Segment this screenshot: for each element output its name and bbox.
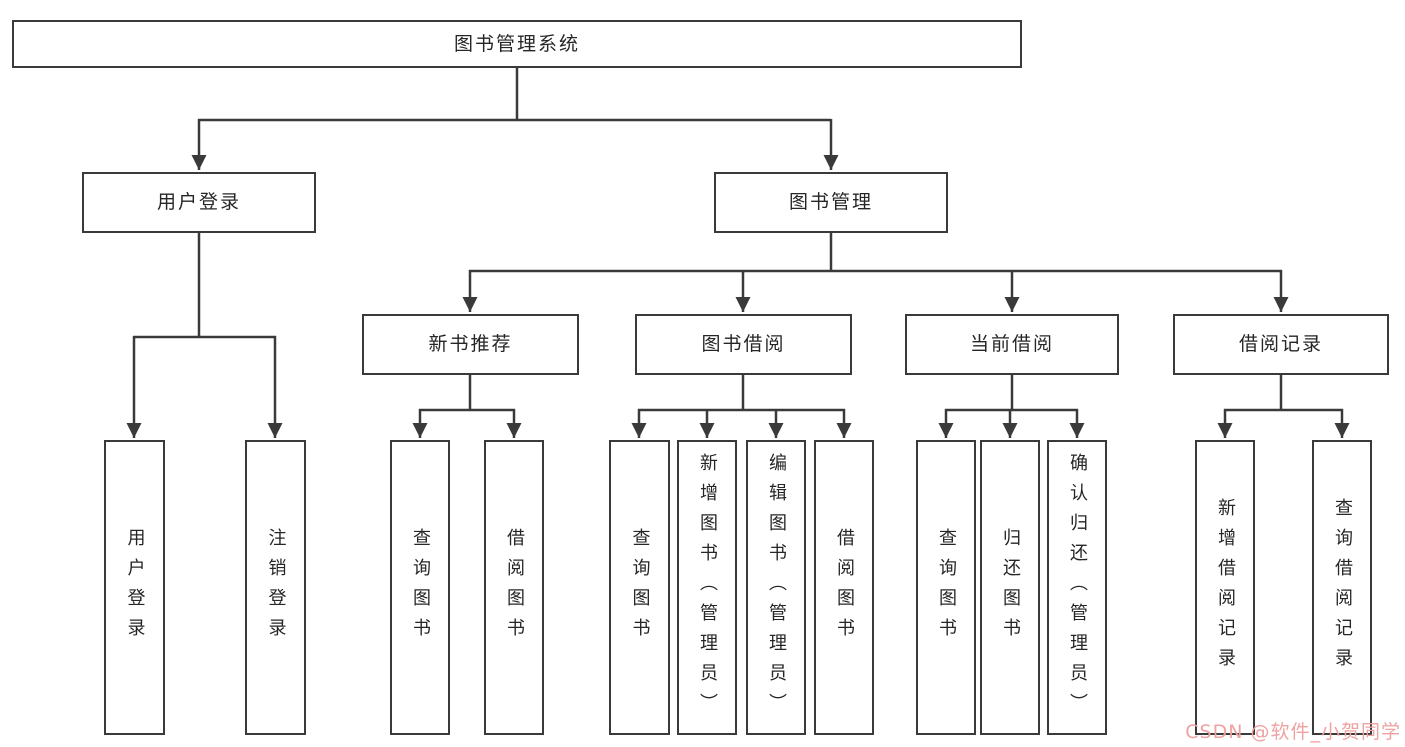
leaf-borrow-add-admin-label: 新增图书（管理员） (697, 452, 718, 723)
leaf-current-return-label: 归还图书 (1000, 527, 1021, 648)
node-user-login-label: 用户登录 (156, 191, 241, 213)
node-book-management: 图书管理 (714, 172, 948, 233)
leaf-newbooks-query-label: 查询图书 (410, 527, 431, 648)
leaf-logout: 注销登录 (245, 440, 306, 735)
leaf-user-login: 用户登录 (104, 440, 165, 735)
leaf-current-query-label: 查询图书 (936, 527, 957, 648)
leaf-current-query: 查询图书 (916, 440, 976, 735)
leaf-current-confirm-admin-label: 确认归还（管理员） (1067, 452, 1088, 723)
leaf-current-confirm-admin: 确认归还（管理员） (1047, 440, 1107, 735)
node-current-borrow: 当前借阅 (905, 314, 1119, 375)
node-user-login: 用户登录 (82, 172, 316, 233)
leaf-record-add: 新增借阅记录 (1195, 440, 1255, 735)
node-root-label: 图书管理系统 (453, 32, 580, 55)
node-book-borrow-label: 图书借阅 (701, 333, 786, 355)
leaf-borrow-edit-admin-label: 编辑图书（管理员） (766, 452, 787, 723)
leaf-newbooks-query: 查询图书 (390, 440, 450, 735)
leaf-newbooks-borrow: 借阅图书 (484, 440, 544, 735)
leaf-record-query: 查询借阅记录 (1312, 440, 1372, 735)
leaf-record-add-label: 新增借阅记录 (1215, 497, 1236, 678)
node-borrow-records-label: 借阅记录 (1238, 333, 1323, 355)
node-current-borrow-label: 当前借阅 (969, 333, 1054, 355)
leaf-newbooks-borrow-label: 借阅图书 (504, 527, 525, 648)
watermark-text: CSDN @软件_小贺同学 (1185, 721, 1401, 743)
node-new-book-recommend: 新书推荐 (362, 314, 579, 375)
leaf-record-query-label: 查询借阅记录 (1332, 497, 1353, 678)
leaf-borrow-query-label: 查询图书 (629, 527, 651, 648)
node-book-management-label: 图书管理 (788, 191, 873, 213)
leaf-borrow-edit-admin: 编辑图书（管理员） (746, 440, 806, 735)
node-root: 图书管理系统 (12, 20, 1022, 68)
node-borrow-records: 借阅记录 (1173, 314, 1389, 375)
node-book-borrow: 图书借阅 (635, 314, 852, 375)
leaf-borrow-book: 借阅图书 (814, 440, 874, 735)
node-new-book-recommend-label: 新书推荐 (428, 333, 513, 355)
leaf-borrow-query: 查询图书 (609, 440, 670, 735)
leaf-borrow-add-admin: 新增图书（管理员） (677, 440, 737, 735)
leaf-current-return: 归还图书 (980, 440, 1040, 735)
leaf-user-login-label: 用户登录 (124, 527, 146, 648)
leaf-borrow-book-label: 借阅图书 (834, 527, 855, 648)
leaf-logout-label: 注销登录 (265, 527, 287, 648)
